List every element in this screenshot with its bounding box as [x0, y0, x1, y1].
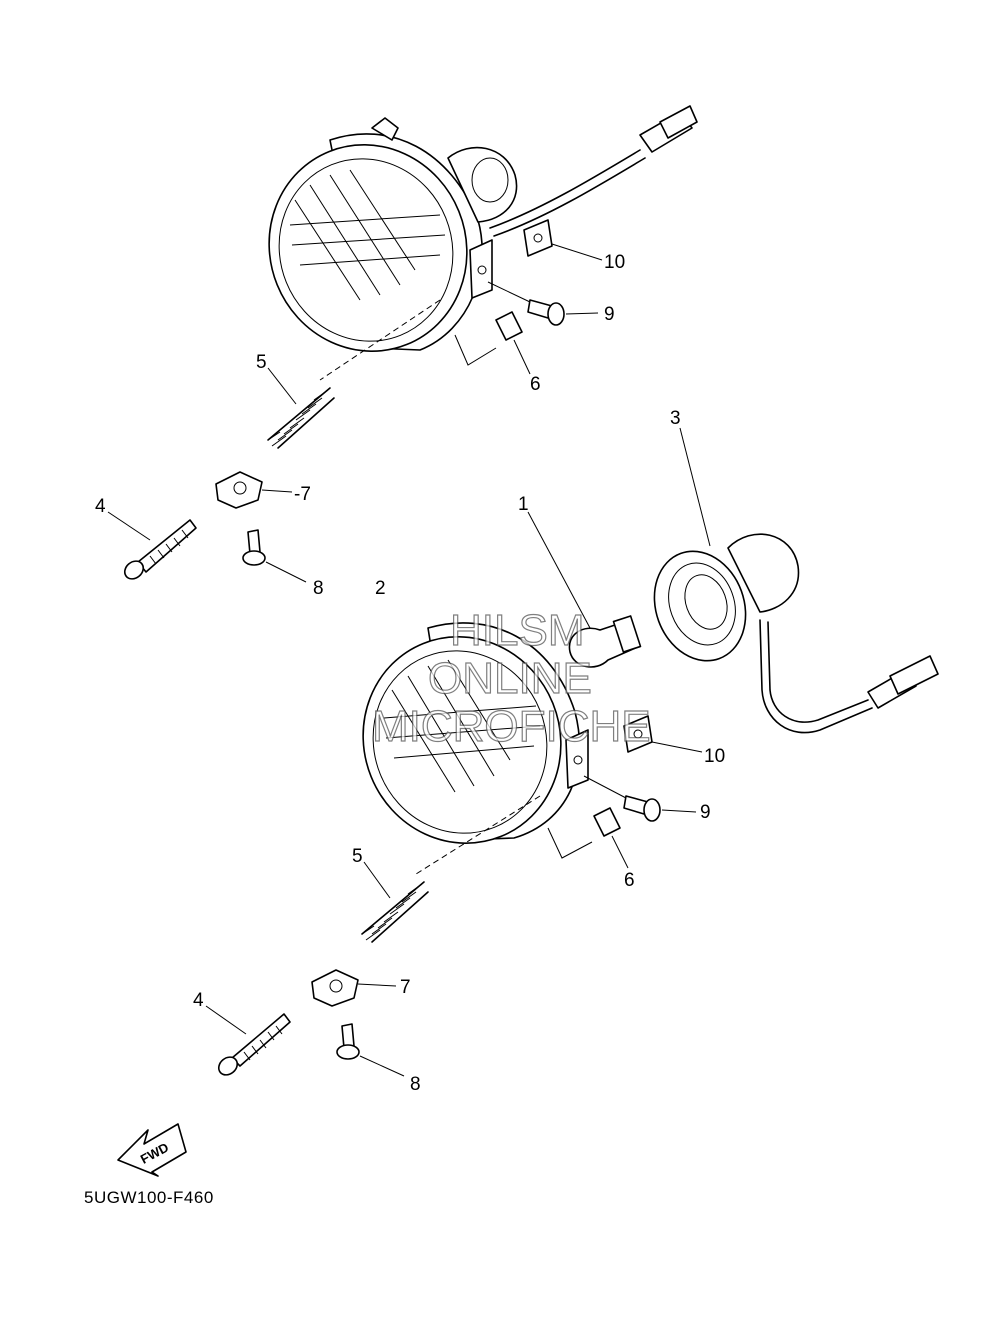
callout-upper-4: 4 [95, 496, 106, 517]
callout-lower-2: 2 [375, 578, 386, 599]
lower-screw-4 [205, 1005, 291, 1076]
callout-lower-3: 3 [670, 408, 681, 429]
upper-clip-6 [454, 311, 531, 375]
callout-upper-7: -7 [294, 484, 311, 505]
callout-lower-4: 4 [193, 990, 204, 1011]
callout-lower-5: 5 [352, 846, 363, 867]
upper-screw-9 [487, 281, 599, 326]
fwd-arrow: FWD [117, 1123, 187, 1177]
callout-lower-9: 9 [700, 802, 711, 823]
lower-bolt-8 [336, 1023, 405, 1077]
watermark-line-2: ONLINE [428, 654, 592, 703]
lower-headlight-assembly [362, 622, 589, 875]
lower-clip-6 [547, 807, 629, 869]
upper-screw-4 [107, 511, 197, 580]
callout-lower-10: 10 [704, 746, 725, 767]
callout-lower-6: 6 [624, 870, 635, 891]
callout-lower-8: 8 [410, 1074, 421, 1095]
callout-upper-8: 8 [313, 578, 324, 599]
upper-headlight-assembly [268, 105, 698, 381]
upper-bolt-8 [242, 529, 307, 583]
callout-lower-7: 7 [400, 977, 411, 998]
upper-bracket-7 [215, 471, 293, 509]
lower-spring-5 [361, 861, 429, 943]
callout-upper-10: 10 [604, 252, 625, 273]
callout-labels: 5 4 -7 8 10 9 6 1 2 3 5 4 7 8 10 9 6 [95, 252, 725, 1095]
upper-spring-5 [267, 367, 335, 449]
lower-bracket-7 [311, 969, 397, 1007]
watermark: HILSM ONLINE MICROFICHE [371, 605, 651, 751]
watermark-line-3: MICROFICHE [372, 702, 651, 751]
callout-upper-5: 5 [256, 352, 267, 373]
lower-nut-plate-10 [623, 715, 703, 753]
callout-upper-9: 9 [604, 304, 615, 325]
callout-lower-1: 1 [518, 494, 529, 515]
callout-upper-6: 6 [530, 374, 541, 395]
bulb-1 [527, 511, 642, 668]
upper-nut-plate-10 [523, 219, 603, 261]
diagram-code: 5UGW100-F460 [84, 1188, 214, 1207]
lower-screw-9 [583, 775, 697, 822]
socket-3 [653, 427, 939, 734]
watermark-line-1: HILSM [450, 606, 584, 655]
